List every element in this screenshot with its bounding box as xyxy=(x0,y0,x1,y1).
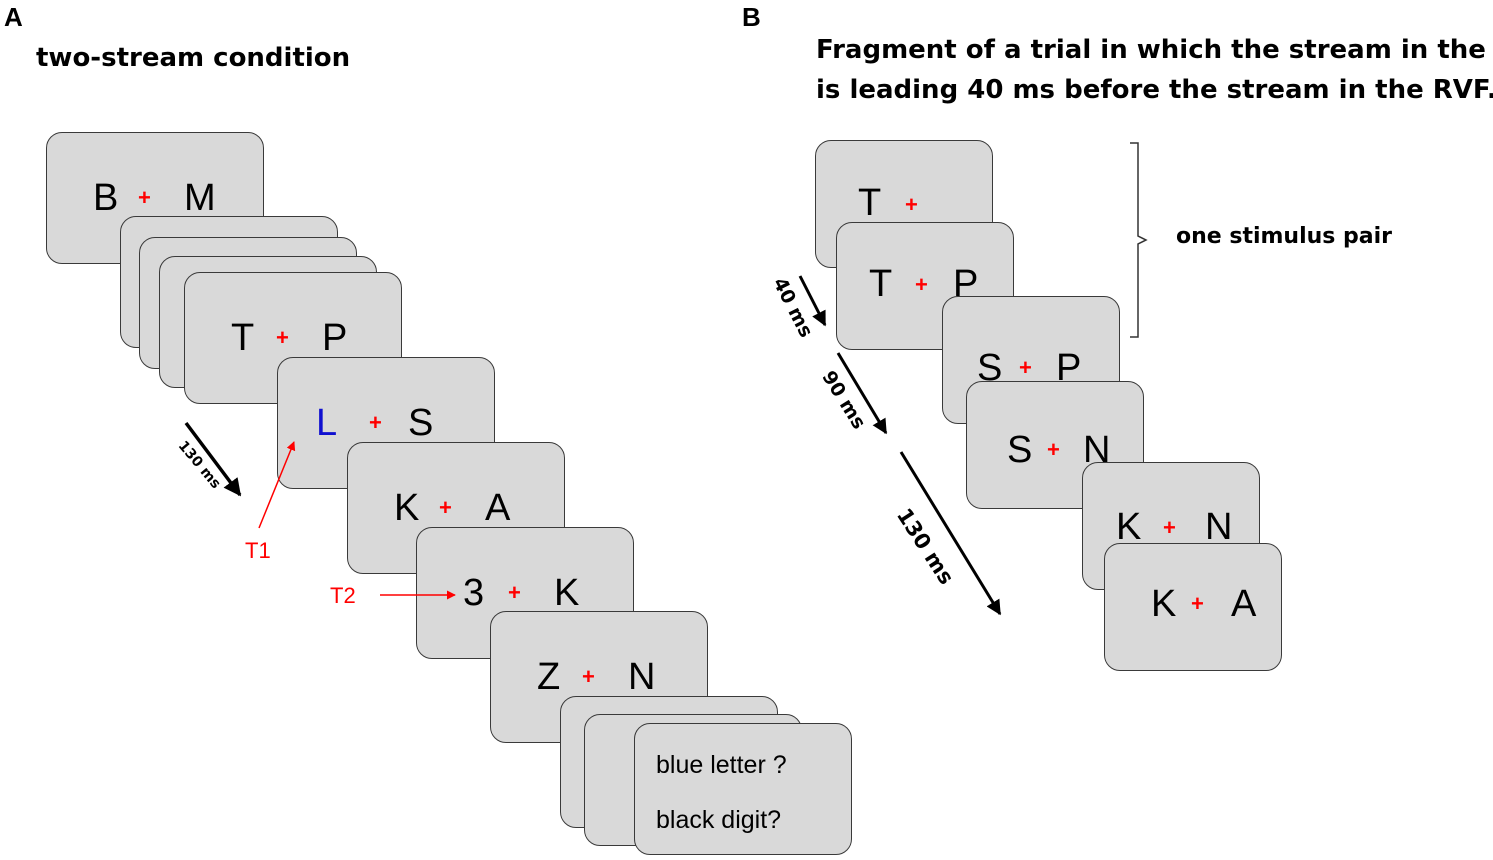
frame-left-letter: S xyxy=(1007,429,1033,471)
frame-right-letter: A xyxy=(1231,583,1257,625)
fixation-cross: + xyxy=(369,410,382,435)
target1-label: T1 xyxy=(245,538,271,563)
target1-letter: L xyxy=(316,402,338,444)
target1-arrow xyxy=(258,441,296,529)
panel-a-time-arrow xyxy=(184,421,242,497)
question-black-digit: black digit? xyxy=(656,806,782,834)
target2-digit: 3 xyxy=(463,572,485,614)
fixation-cross: + xyxy=(1191,591,1204,616)
frame-right-letter: P xyxy=(322,317,348,359)
panel-a-title: two-stream condition xyxy=(36,43,351,73)
fixation-cross: + xyxy=(915,272,928,297)
fixation-cross: + xyxy=(1019,355,1032,380)
frame-left-letter: T xyxy=(231,317,255,359)
frame-left-letter: T xyxy=(869,263,893,305)
fixation-cross: + xyxy=(582,664,595,689)
frame-right-letter: M xyxy=(184,177,216,219)
frame-left-letter: K xyxy=(1151,583,1177,625)
panel-b-title-line2: is leading 40 ms before the stream in th… xyxy=(816,75,1493,105)
frame-right-letter: N xyxy=(628,656,656,698)
panel-b-letter: B xyxy=(742,2,761,32)
fixation-cross: + xyxy=(138,185,151,210)
frame-right-letter: N xyxy=(1205,506,1233,548)
brace-label: one stimulus pair xyxy=(1176,224,1393,249)
frame-left-letter: K xyxy=(394,487,420,529)
panel-b-frame-6: K + A xyxy=(1104,543,1282,671)
response-frame: blue letter ? black digit? xyxy=(634,723,852,855)
panel-a-letter: A xyxy=(4,2,23,32)
panel-b-arrow-40ms xyxy=(798,275,827,327)
stimulus-pair-brace xyxy=(1130,142,1148,338)
panel-b-arrow-130ms xyxy=(899,451,1002,616)
frame-right-letter: A xyxy=(485,487,511,529)
fixation-cross: + xyxy=(439,495,452,520)
target2-label: T2 xyxy=(330,583,356,608)
fixation-cross: + xyxy=(276,325,289,350)
question-blue-letter: blue letter ? xyxy=(656,751,787,779)
fixation-cross: + xyxy=(905,192,918,217)
frame-right-letter: S xyxy=(408,402,434,444)
fixation-cross: + xyxy=(508,580,521,605)
panel-b-arrow-90ms xyxy=(836,352,888,435)
fixation-cross: + xyxy=(1047,437,1060,462)
frame-left-letter: B xyxy=(93,177,119,219)
panel-b-title-line1: Fragment of a trial in which the stream … xyxy=(816,35,1493,65)
panel-a-frame-1: B + M xyxy=(46,132,264,264)
fixation-cross: + xyxy=(1163,515,1176,540)
frame-right-letter: K xyxy=(554,572,580,614)
frame-left-letter: Z xyxy=(537,656,561,698)
frame-left-letter: T xyxy=(858,182,882,224)
frame-left-letter: K xyxy=(1116,506,1142,548)
